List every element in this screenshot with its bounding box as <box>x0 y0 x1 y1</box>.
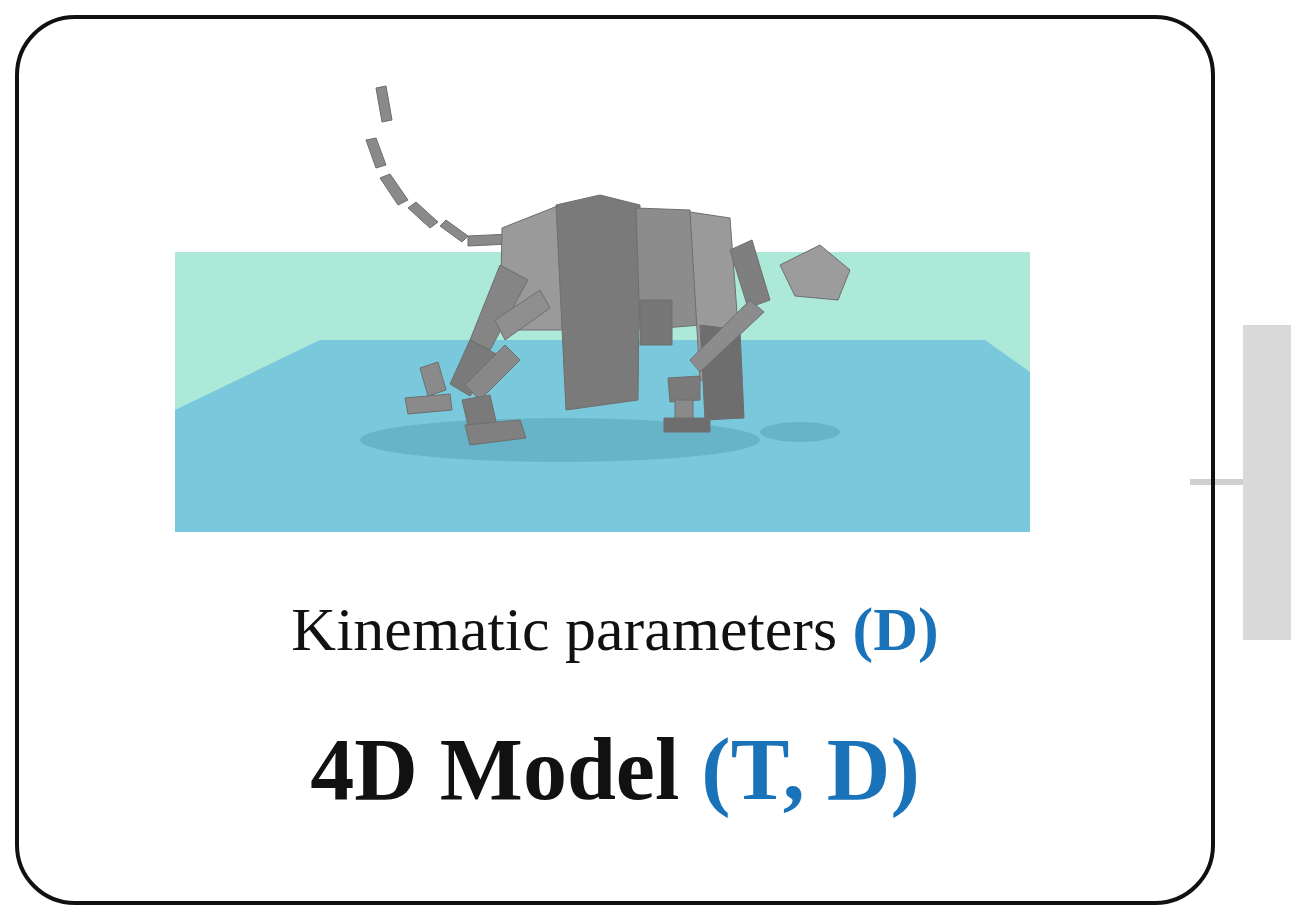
connector-stub <box>1190 479 1243 485</box>
model-symbols: (T, D) <box>701 719 919 820</box>
cat-figure <box>366 86 850 445</box>
text-row: Kinematic parameters(D) <box>19 594 1211 665</box>
next-panel <box>1243 325 1291 640</box>
model-title: 4D Model <box>310 719 679 820</box>
model-card: Kinematic parameters(D) 4D Model(T, D) <box>15 15 1215 905</box>
text-row: 4D Model(T, D) <box>19 719 1211 820</box>
parameter-symbol: (D) <box>853 594 939 665</box>
parameter-label: Kinematic parameters <box>291 594 837 665</box>
shadow <box>760 422 840 442</box>
shadow <box>360 418 760 462</box>
